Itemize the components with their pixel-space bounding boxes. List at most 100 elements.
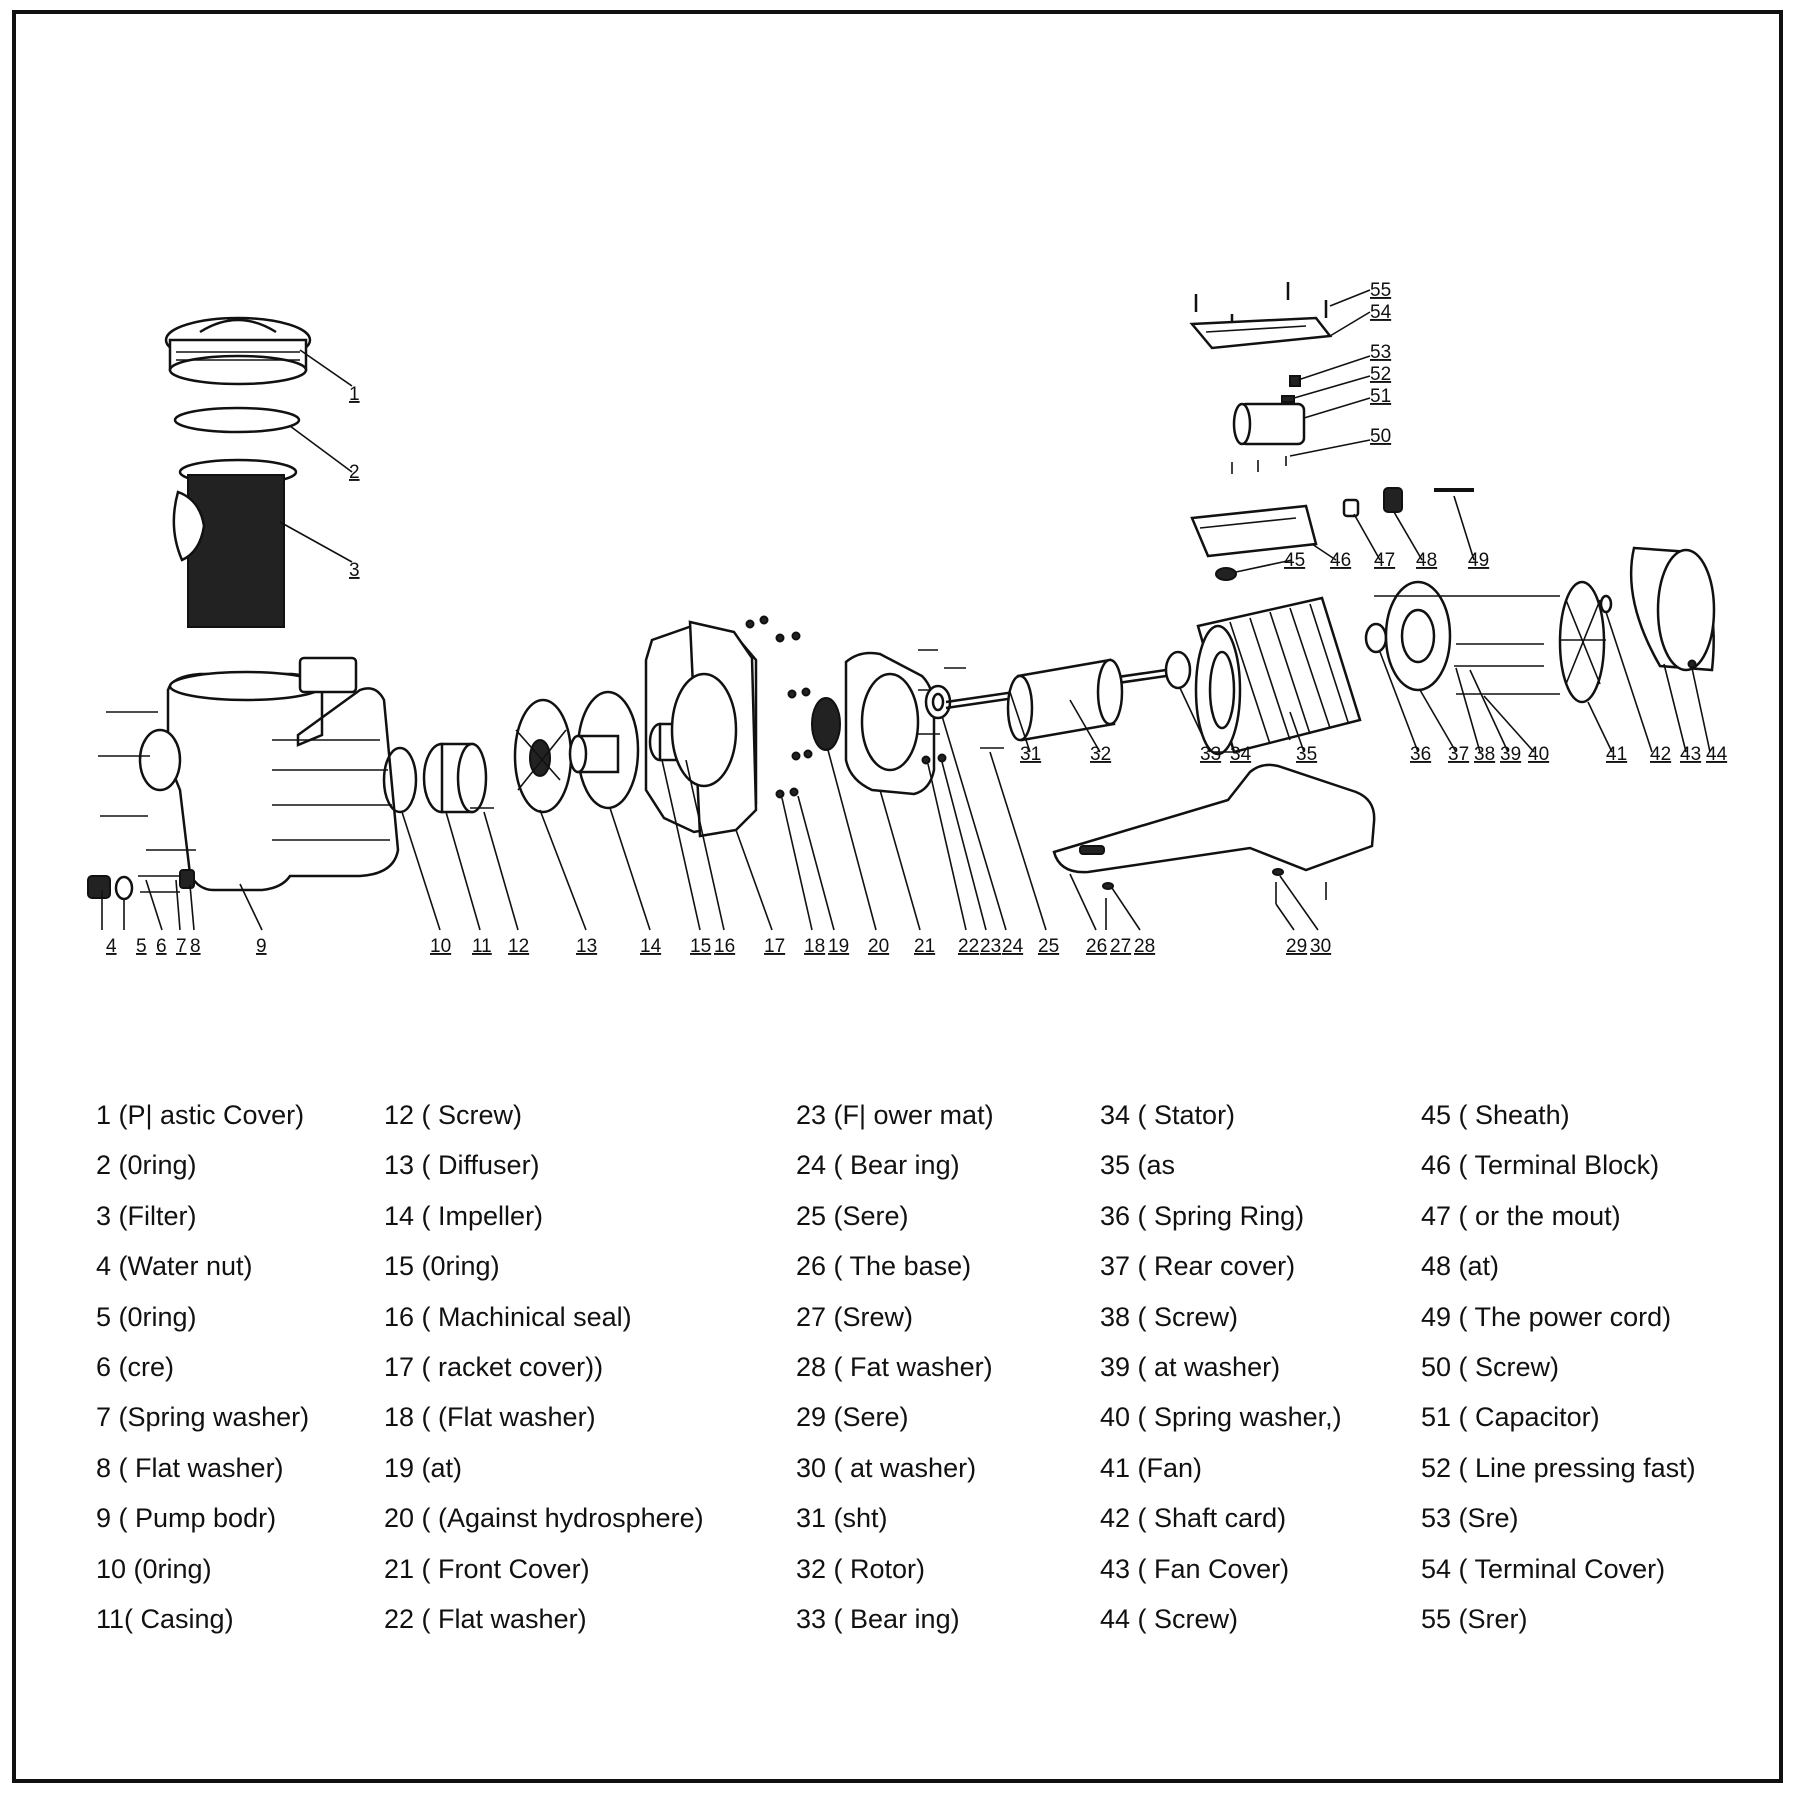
legend-item: 9 ( Pump bodr) <box>96 1503 277 1534</box>
legend-item: 51 ( Capacitor) <box>1421 1402 1600 1433</box>
legend-item: 32 ( Rotor) <box>796 1553 926 1584</box>
legend-item: 49 ( The power cord) <box>1421 1301 1672 1332</box>
callout-34: 34 <box>1230 744 1252 765</box>
callout-48: 48 <box>1416 550 1437 571</box>
legend-item: 40 ( Spring washer,) <box>1100 1402 1342 1433</box>
callout-55: 55 <box>1370 280 1391 301</box>
legend-item: 20 ( (Against hydrosphere) <box>384 1503 704 1534</box>
callout-26: 26 <box>1086 936 1107 957</box>
callout-36: 36 <box>1410 744 1431 765</box>
part-capacitor <box>1232 402 1306 446</box>
callout-27: 27 <box>1110 936 1131 957</box>
legend-item: 11( Casing) <box>96 1603 234 1634</box>
legend-item: 41 (Fan) <box>1100 1452 1203 1483</box>
callout-39: 39 <box>1500 744 1521 765</box>
callout-18: 18 <box>804 936 825 957</box>
callout-32: 32 <box>1090 744 1111 765</box>
callout-38: 38 <box>1474 744 1495 765</box>
legend-item: 28 ( Fat washer) <box>796 1351 993 1382</box>
legend-item: 3 (Filter) <box>96 1200 197 1231</box>
callout-5: 5 <box>136 936 147 957</box>
legend-item: 2 (0ring) <box>96 1150 197 1181</box>
legend-item: 22 ( Flat washer) <box>384 1603 587 1634</box>
callout-33: 33 <box>1200 744 1221 765</box>
callout-42: 42 <box>1650 744 1671 765</box>
callout-50: 50 <box>1370 426 1391 447</box>
callout-53: 53 <box>1370 342 1391 363</box>
legend-item: 1 (P| astic Cover) <box>96 1100 305 1130</box>
part-plastic-cover <box>164 316 312 386</box>
part-diffuser <box>513 698 573 814</box>
callout-10: 10 <box>430 936 451 957</box>
callout-8: 8 <box>190 936 201 957</box>
callout-51: 51 <box>1370 386 1391 407</box>
part-sheath <box>1215 567 1237 581</box>
callout-16: 16 <box>714 936 735 957</box>
callout-52: 52 <box>1370 364 1391 385</box>
legend-item: 6 (cre) <box>96 1351 175 1382</box>
legend-item: 55 (Srer) <box>1421 1603 1528 1634</box>
legend-item: 8 ( Flat washer) <box>96 1452 284 1483</box>
callout-29: 29 <box>1286 936 1307 957</box>
legend-item: 34 ( Stator) <box>1100 1100 1236 1130</box>
legend-item: 45 ( Sheath) <box>1421 1100 1570 1130</box>
callout-4: 4 <box>106 936 117 957</box>
legend-item: 16 ( Machinical seal) <box>384 1301 632 1332</box>
part-screws-55 <box>1194 282 1328 322</box>
legend-item: 36 ( Spring Ring) <box>1100 1200 1305 1231</box>
part-front-cover <box>844 651 936 796</box>
part-screws-38-40 <box>1374 595 1560 695</box>
legend-item: 53 (Sre) <box>1421 1503 1519 1534</box>
legend-item: 29 (Sere) <box>796 1402 909 1433</box>
callout-28: 28 <box>1134 936 1155 957</box>
part-washer-30 <box>1272 868 1284 876</box>
callout-35: 35 <box>1296 744 1317 765</box>
callout-15: 15 <box>690 936 711 957</box>
legend-item: 24 ( Bear ing) <box>796 1150 960 1181</box>
legend-item: 42 ( Shaft card) <box>1100 1503 1287 1534</box>
part-oring-2 <box>173 406 301 434</box>
legend-item: 43 ( Fan Cover) <box>1100 1553 1290 1584</box>
legend-item: 31 (sht) <box>796 1503 888 1534</box>
part-casing <box>422 742 488 814</box>
part-rotor <box>1006 658 1124 742</box>
legend-column-5: 45 ( Sheath) 46 ( Terminal Block) 47 ( o… <box>1421 1100 1696 1654</box>
part-shaft-card <box>1599 594 1613 614</box>
part-washer-28 <box>1102 882 1114 890</box>
page-frame <box>12 10 1783 1783</box>
part-screw-53 <box>1289 375 1301 387</box>
part-bearing-33 <box>1164 650 1192 690</box>
legend-item: 33 ( Bear ing) <box>796 1603 960 1634</box>
callout-24: 24 <box>1002 936 1024 957</box>
part-fan-cover <box>1629 546 1716 672</box>
callout-40: 40 <box>1528 744 1549 765</box>
callout-41: 41 <box>1606 744 1627 765</box>
legend-item: 48 (at) <box>1421 1251 1500 1282</box>
callout-23: 23 <box>980 936 1001 957</box>
legend-item: 39 ( at washer) <box>1100 1351 1281 1382</box>
legend-item: 4 (Water nut) <box>96 1251 253 1282</box>
legend-item: 47 ( or the mout) <box>1421 1200 1621 1231</box>
part-stator-case <box>1194 596 1362 756</box>
leader-lines <box>101 289 1711 931</box>
callout-1: 1 <box>349 384 360 405</box>
part-terminal-cover <box>1189 316 1333 350</box>
callout-30: 30 <box>1310 936 1331 957</box>
callout-17: 17 <box>764 936 785 957</box>
callout-numbers: 1 2 3 4 5 6 7 8 9 10 11 12 13 14 15 16 1… <box>106 280 1728 957</box>
legend-item: 10 (0ring) <box>96 1553 212 1584</box>
callout-19: 19 <box>828 936 849 957</box>
callout-43: 43 <box>1680 744 1701 765</box>
part-bracket-cover <box>644 620 758 838</box>
legend-item: 19 (at) <box>384 1452 463 1483</box>
part-mat-23 <box>937 753 947 763</box>
callout-2: 2 <box>349 462 360 483</box>
part-fasteners-27-30 <box>1105 882 1327 922</box>
part-pump-body <box>138 656 400 892</box>
legend-item: 26 ( The base) <box>796 1251 972 1282</box>
part-bearing-24 <box>924 684 952 720</box>
legend-item: 18 ( (Flat washer) <box>384 1402 596 1433</box>
part-against-hydrosphere <box>811 697 841 751</box>
part-terminal-block <box>1190 504 1318 558</box>
